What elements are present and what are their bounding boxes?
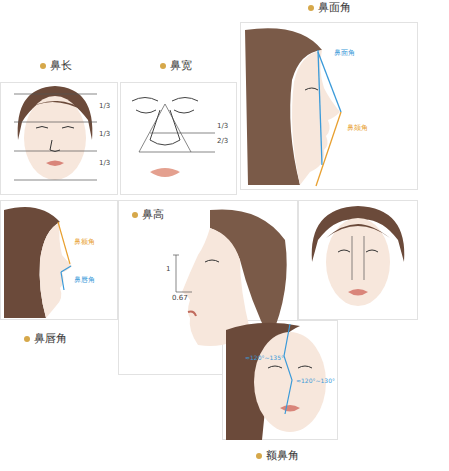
angle-label: 鼻颏角 — [347, 125, 368, 133]
section-heading: 额鼻角 — [266, 450, 299, 462]
ratio-label: 1/3 — [99, 103, 110, 111]
angle-range-label: ≈120°~130° — [296, 378, 335, 385]
angle-range-label: ≈120°~135° — [245, 355, 284, 362]
angle-label: 鼻面角 — [334, 50, 355, 58]
section-heading: 鼻宽 — [170, 60, 192, 72]
ratio-label: 1/3 — [217, 123, 228, 131]
section-heading: 鼻长 — [50, 60, 72, 72]
section-heading: 鼻高 — [142, 209, 164, 221]
angle-label: 鼻额角 — [74, 239, 95, 247]
section-heading: 鼻唇角 — [34, 333, 67, 345]
ratio-label: 1/3 — [99, 131, 110, 139]
angle-label: 鼻唇角 — [74, 277, 95, 285]
ratio-label: 2/3 — [217, 138, 228, 146]
section-heading: 鼻面角 — [318, 2, 351, 14]
ratio-label: 1/3 — [99, 160, 110, 168]
dimension-label: 1 — [166, 266, 170, 274]
dimension-label: 0.67 — [172, 295, 188, 303]
